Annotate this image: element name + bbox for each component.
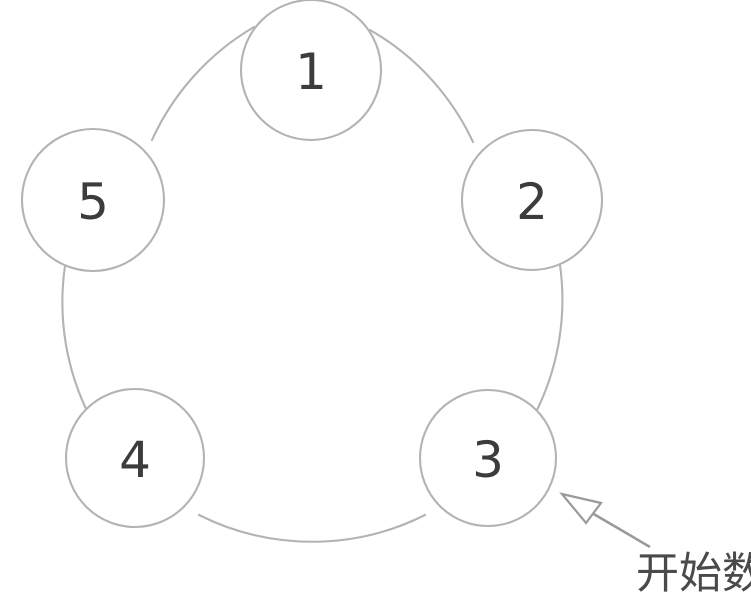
node-2-label: 2 <box>516 173 548 231</box>
node-5-label: 5 <box>77 173 109 231</box>
node-1-circle[interactable] <box>239 0 383 142</box>
edge-group <box>61 25 564 543</box>
node-group: 1 2 3 4 5 <box>20 0 604 529</box>
node-4-circle[interactable] <box>64 387 206 529</box>
start-pointer-arrow <box>559 492 651 549</box>
node-5[interactable]: 5 <box>20 127 166 273</box>
node-3-label: 3 <box>472 431 504 489</box>
arrow-shaft-line <box>591 511 651 549</box>
arrow-head-icon <box>559 492 603 525</box>
node-1-label: 1 <box>295 43 327 101</box>
edge-3-to-4 <box>197 513 427 543</box>
edge-5-to-1 <box>150 25 256 142</box>
node-2[interactable]: 2 <box>460 128 604 272</box>
node-3-circle[interactable] <box>418 388 558 528</box>
edge-1-to-2 <box>368 28 475 144</box>
node-3[interactable]: 3 <box>418 388 558 528</box>
node-4[interactable]: 4 <box>64 387 206 529</box>
edge-4-to-5 <box>61 264 92 419</box>
node-5-circle[interactable] <box>20 127 166 273</box>
node-1[interactable]: 1 <box>239 0 383 142</box>
node-4-label: 4 <box>119 431 151 489</box>
edge-2-to-3 <box>532 263 564 418</box>
start-annotation-label: 开始数 <box>636 549 751 599</box>
node-2-circle[interactable] <box>460 128 604 272</box>
